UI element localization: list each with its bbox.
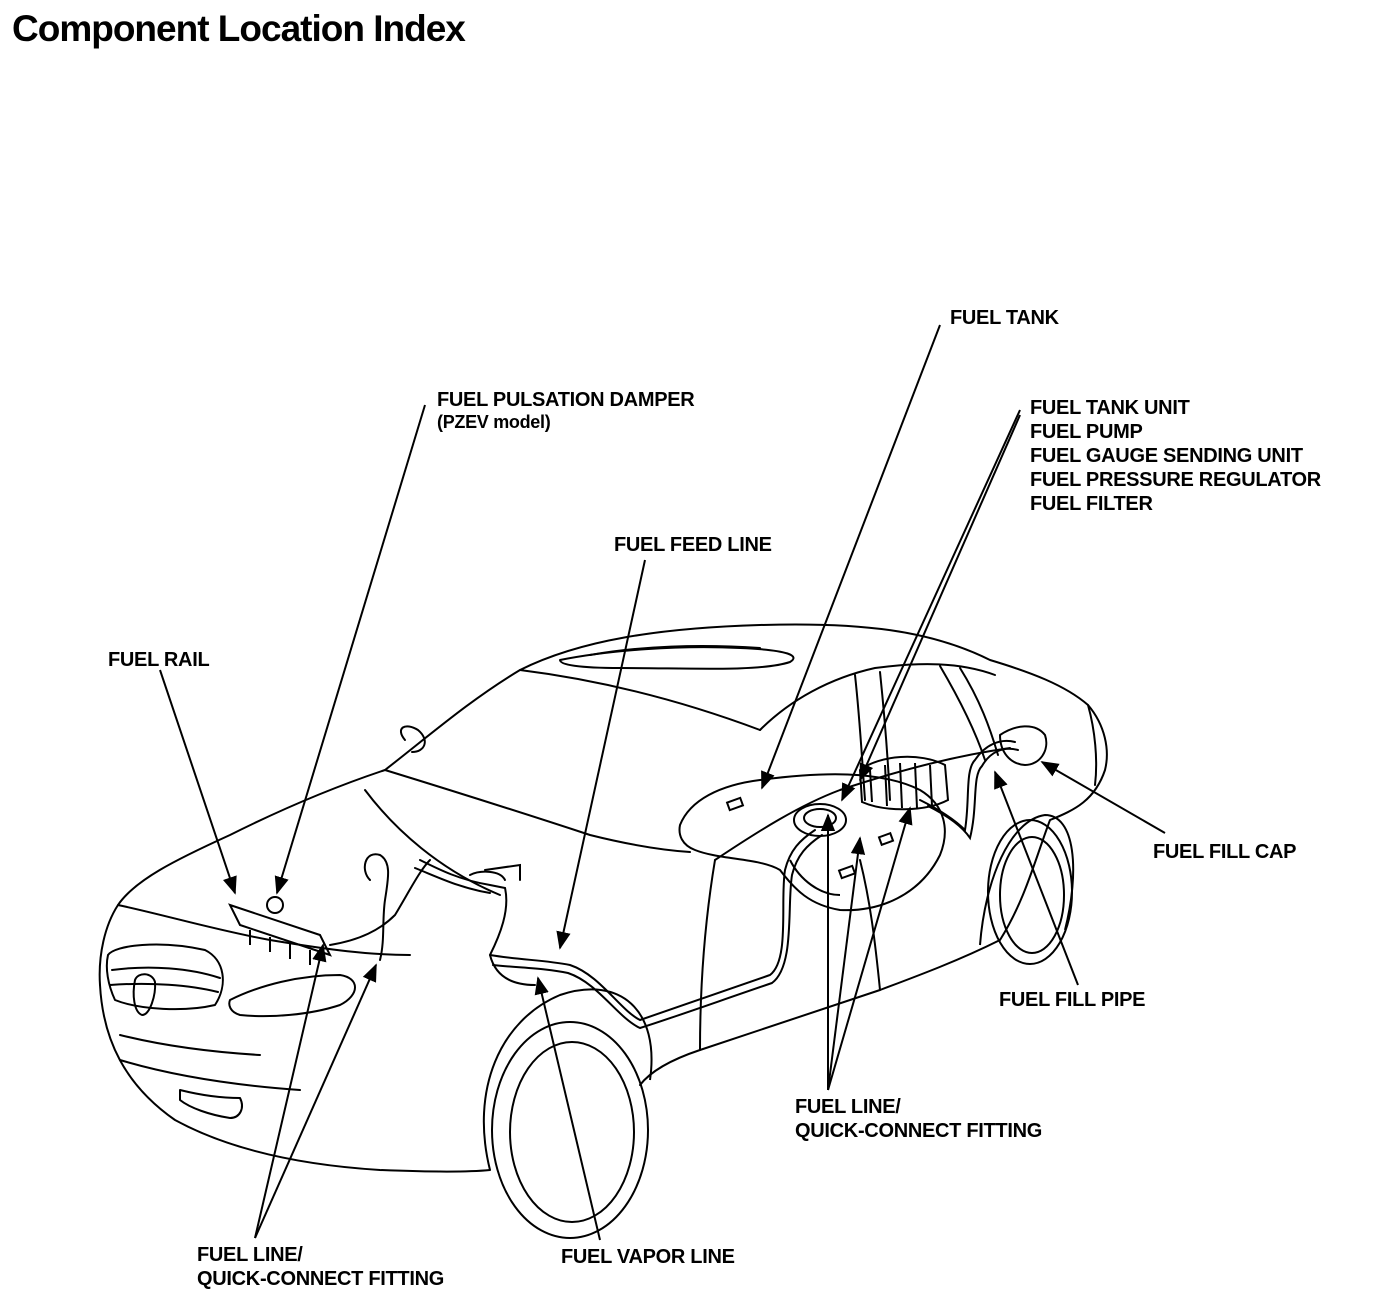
label-fuel-line-front: FUEL LINE/ QUICK-CONNECT FITTING <box>197 1244 445 1290</box>
rear-wheel <box>979 813 1075 965</box>
label-fuel-pulsation-damper: FUEL PULSATION DAMPER (PZEV model) <box>437 389 695 432</box>
car-body <box>98 623 1108 1173</box>
label-fuel-line-rear: FUEL LINE/ QUICK-CONNECT FITTING <box>795 1096 1043 1142</box>
fuel-lines <box>329 740 1019 1030</box>
label-fuel-fill-pipe: FUEL FILL PIPE <box>999 989 1146 1011</box>
label-fuel-vapor-line: FUEL VAPOR LINE <box>561 1246 735 1268</box>
label-fuel-feed-line: FUEL FEED LINE <box>614 534 772 556</box>
leader-lines <box>159 324 1166 1241</box>
fuel-rail-shape <box>228 896 332 965</box>
fuel-pump-unit <box>793 803 847 837</box>
front-wheel <box>482 988 653 1239</box>
page-title: Component Location Index <box>12 8 466 49</box>
label-fuel-tank-unit: FUEL TANK UNIT FUEL PUMP FUEL GAUGE SEND… <box>1030 397 1321 515</box>
label-fuel-rail: FUEL RAIL <box>108 649 210 671</box>
label-fuel-fill-cap: FUEL FILL CAP <box>1153 841 1297 863</box>
label-fuel-tank: FUEL TANK <box>950 307 1059 329</box>
